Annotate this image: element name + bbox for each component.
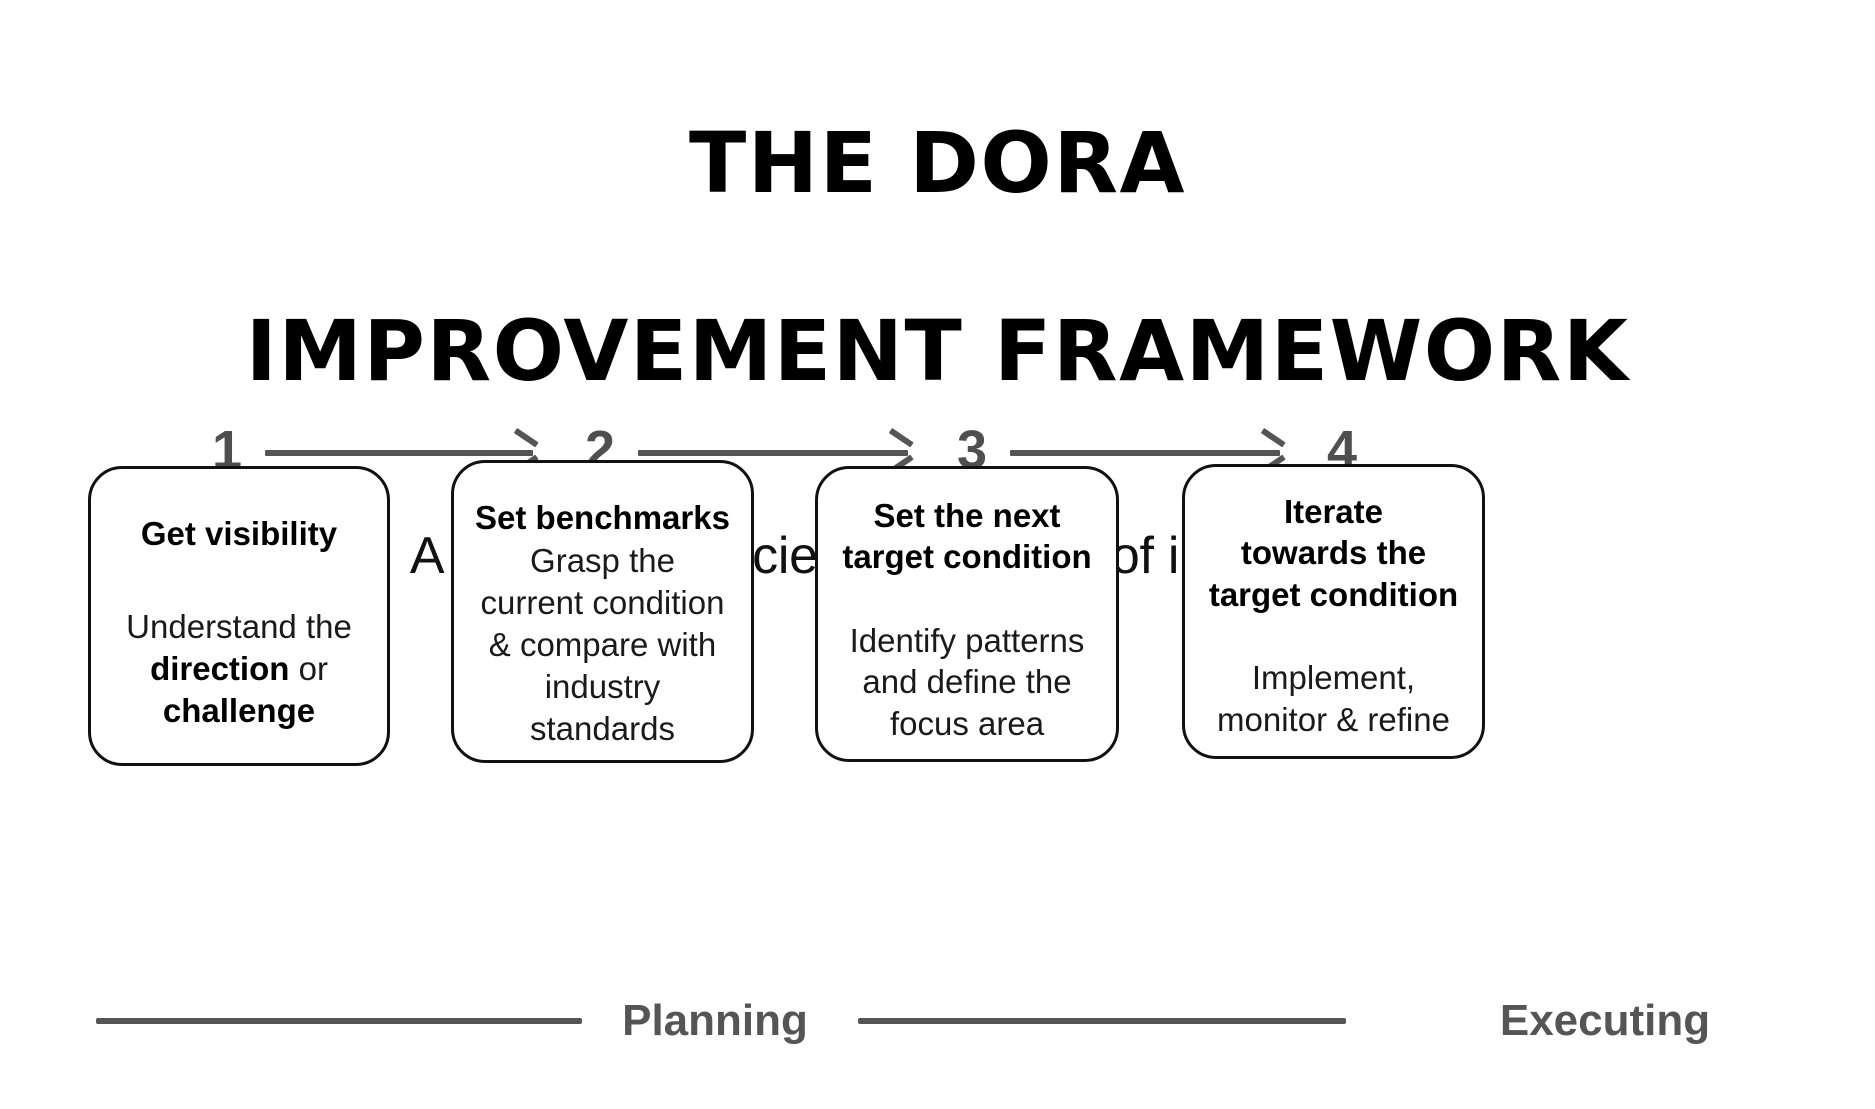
- step-card-3-body: Identify patterns and define the focus a…: [849, 621, 1085, 743]
- page-title: THE DORA IMPROVEMENT FRAMEWORK: [0, 0, 1875, 492]
- step-card-1-body: Understand the direction or challenge: [126, 606, 352, 732]
- step-card-4-heading: Iterate towards the target condition: [1208, 493, 1459, 613]
- step-arrow-3-to-4: [1010, 448, 1280, 456]
- step-card-2[interactable]: Set benchmarks Grasp the current conditi…: [451, 460, 754, 763]
- step-card-2-body: Grasp the current condition & compare wi…: [480, 542, 725, 747]
- arrow-head-icon: [1258, 439, 1282, 463]
- phase-rule-right: [858, 1018, 1346, 1024]
- step-card-2-heading: Set benchmarks: [475, 499, 730, 536]
- step-arrow-1-to-2: [265, 448, 533, 456]
- page-title-line-2: IMPROVEMENT FRAMEWORK: [245, 302, 1630, 401]
- arrow-head-icon: [886, 439, 910, 463]
- step-card-1-body-mid: or: [298, 650, 328, 688]
- step-card-3-heading: Set the next target condition: [842, 497, 1092, 576]
- step-card-1-body-bold-2: challenge: [162, 692, 316, 730]
- phase-label-planning: Planning: [622, 996, 808, 1045]
- step-card-3[interactable]: Set the next target condition Identify p…: [815, 466, 1119, 762]
- arrow-shaft: [1010, 450, 1280, 456]
- arrow-shaft: [265, 450, 533, 456]
- phase-rule-left: [96, 1018, 582, 1024]
- step-arrow-2-to-3: [638, 448, 908, 456]
- step-card-1-body-bold-1: direction: [150, 650, 290, 688]
- page-title-line-1: THE DORA: [688, 114, 1187, 213]
- step-card-1-body-prefix: Understand the: [126, 608, 352, 646]
- phase-band: Planning Executing: [0, 990, 1875, 1060]
- arrow-shaft: [638, 450, 908, 456]
- step-card-4-body: Implement, monitor & refine: [1217, 658, 1450, 738]
- phase-label-executing: Executing: [1499, 996, 1711, 1045]
- step-card-1[interactable]: Get visibility Understand the direction …: [88, 466, 390, 766]
- step-card-4[interactable]: Iterate towards the target condition Imp…: [1182, 464, 1485, 759]
- step-card-1-heading: Get visibility: [140, 515, 338, 552]
